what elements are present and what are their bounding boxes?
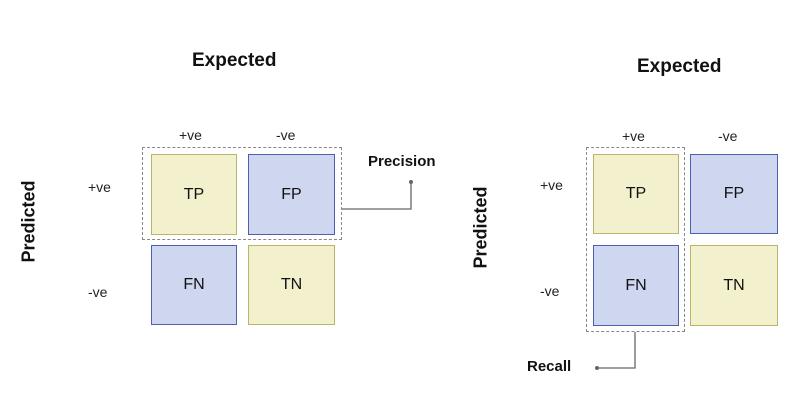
- left-col-label-neg: -ve: [276, 127, 296, 143]
- right-cell-tn: TN: [690, 245, 778, 326]
- recall-connector: [598, 332, 636, 369]
- recall-connector-dot: [595, 366, 599, 370]
- right-row-label-neg: -ve: [540, 283, 560, 299]
- left-col-label-pos: +ve: [179, 127, 202, 143]
- right-expected-title: Expected: [637, 56, 722, 77]
- right-col-label-neg: -ve: [718, 128, 738, 144]
- left-precision-dashed-box: [142, 147, 342, 240]
- left-cell-tn: TN: [248, 245, 335, 325]
- left-cell-fp: FP: [248, 154, 335, 235]
- left-row-label-neg: -ve: [88, 284, 108, 300]
- right-cell-fn: FN: [593, 245, 679, 326]
- right-recall-dashed-box: [586, 147, 685, 332]
- precision-connector: [342, 183, 412, 210]
- right-recall-label: Recall: [527, 358, 572, 375]
- left-row-label-pos: +ve: [88, 179, 111, 195]
- left-expected-title: Expected: [192, 50, 277, 71]
- right-row-label-pos: +ve: [540, 177, 563, 193]
- left-precision-label: Precision: [368, 153, 436, 170]
- precision-connector-dot: [409, 180, 413, 184]
- left-cell-tp: TP: [151, 154, 237, 235]
- right-cell-fp: FP: [690, 154, 778, 234]
- right-col-label-pos: +ve: [622, 128, 645, 144]
- left-cell-fn: FN: [151, 245, 237, 325]
- right-cell-tp: TP: [593, 154, 679, 234]
